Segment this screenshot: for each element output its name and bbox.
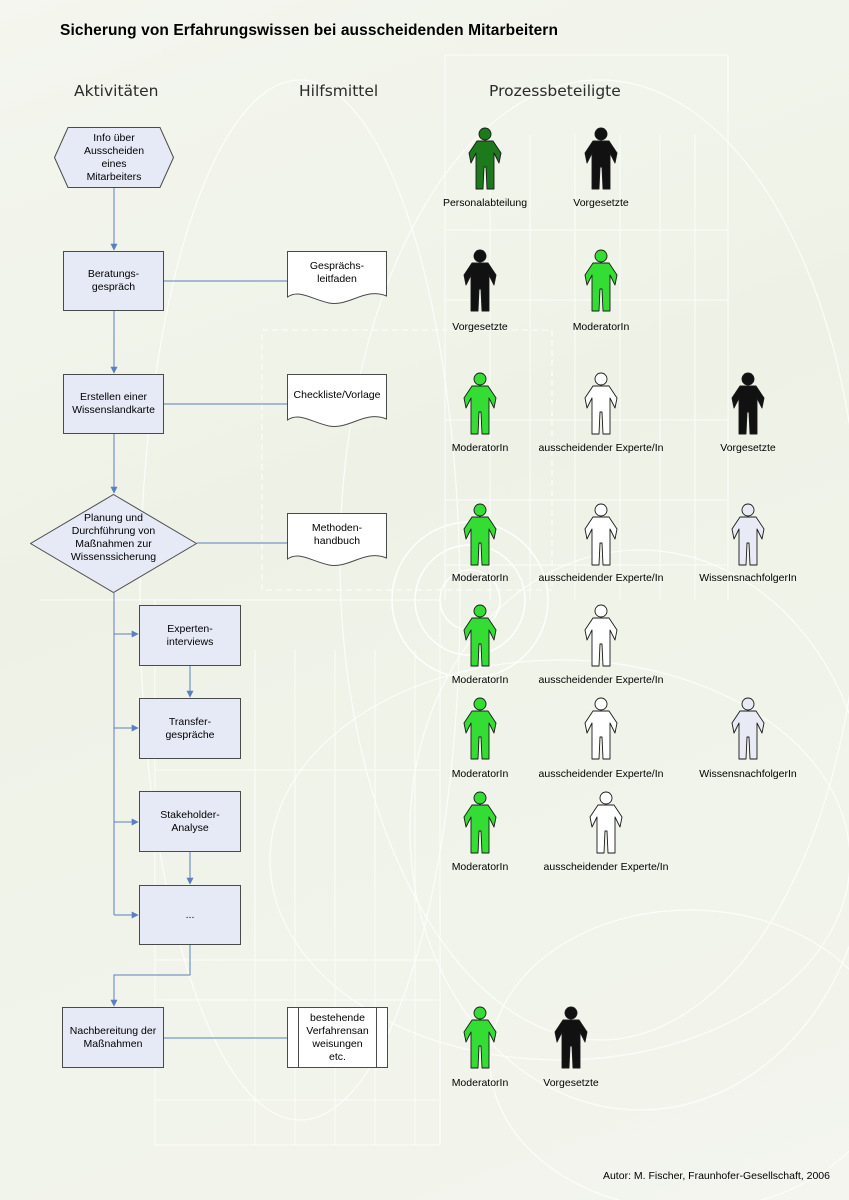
participant-moderator-label: ModeratorIn xyxy=(451,572,509,584)
participant-nachfolger-label: WissensnachfolgerIn xyxy=(699,768,797,780)
participant-moderator-icon xyxy=(463,697,497,760)
participant-moderator-label: ModeratorIn xyxy=(572,321,630,333)
participant-moderator-icon xyxy=(463,604,497,667)
participant-experte-icon xyxy=(584,697,618,760)
participant-moderator-label: ModeratorIn xyxy=(451,442,509,454)
tool-gespraechsleitfaden: Gesprächs- leitfaden xyxy=(287,251,387,307)
activity-transfergespraeche-label: Transfer- gespräche xyxy=(165,715,215,741)
participant-experte-icon xyxy=(584,503,618,566)
participant-moderator-icon xyxy=(463,372,497,435)
activity-nachbereitung-label: Nachbereitung der Maßnahmen xyxy=(69,1024,157,1050)
activity-weitere: ... xyxy=(139,885,241,945)
participant-vorgesetzte-label: Vorgesetzte xyxy=(720,442,776,454)
participant-experte-label: ausscheidender Experte/In xyxy=(538,442,664,454)
tool-methodenhandbuch-label: Methoden- handbuch xyxy=(311,522,363,547)
participant-personal-label: Personalabteilung xyxy=(442,197,528,209)
participant-experte-icon xyxy=(589,791,623,854)
participant-moderator-label: ModeratorIn xyxy=(451,1077,509,1089)
participant-experte-label: ausscheidender Experte/In xyxy=(538,674,664,686)
participant-experte-label: ausscheidender Experte/In xyxy=(538,572,664,584)
participant-moderator-label: ModeratorIn xyxy=(451,674,509,686)
participant-moderator-icon xyxy=(463,503,497,566)
tool-verfahrensanweisungen-label: bestehende Verfahrensan weisungen etc. xyxy=(306,1011,369,1063)
page-title: Sicherung von Erfahrungswissen bei aussc… xyxy=(60,22,559,39)
column-header-activities: Aktivitäten xyxy=(74,82,159,100)
participant-nachfolger-icon xyxy=(731,503,765,566)
participant-vorgesetzte-icon xyxy=(463,249,497,312)
activity-nachbereitung: Nachbereitung der Maßnahmen xyxy=(62,1007,164,1068)
activity-beratung-label: Beratungs- gespräch xyxy=(87,268,140,293)
participant-moderator-label: ModeratorIn xyxy=(451,768,509,780)
tool-checkliste-label: Checkliste/Vorlage xyxy=(293,389,381,401)
participant-experte-label: ausscheidender Experte/In xyxy=(538,768,664,780)
activity-weitere-label: ... xyxy=(185,908,195,921)
participant-vorgesetzte-icon xyxy=(554,1006,588,1069)
activity-info-ausscheiden: Info über Ausscheiden eines Mitarbeiters xyxy=(54,127,174,188)
participant-experte-label: ausscheidender Experte/In xyxy=(543,861,669,873)
column-header-tools: Hilfsmittel xyxy=(299,82,379,100)
activity-beratungsgespraech: Beratungs- gespräch xyxy=(63,251,164,311)
participant-experte-icon xyxy=(584,372,618,435)
activity-stakeholder-analyse: Stakeholder- Analyse xyxy=(139,791,241,852)
activity-stakeholder-label: Stakeholder- Analyse xyxy=(160,808,220,834)
participant-moderator-icon xyxy=(584,249,618,312)
participant-vorgesetzte-label: Vorgesetzte xyxy=(573,197,629,209)
participant-vorgesetzte-icon xyxy=(731,372,765,435)
tool-methodenhandbuch: Methoden- handbuch xyxy=(287,513,387,569)
tool-checkliste: Checkliste/Vorlage xyxy=(287,374,387,430)
participant-vorgesetzte-label: Vorgesetzte xyxy=(452,321,508,333)
activity-planung-label: Planung und Durchführung von Maßnahmen z… xyxy=(70,511,157,563)
participant-moderator-icon xyxy=(463,791,497,854)
activity-transfergespraeche: Transfer- gespräche xyxy=(139,698,241,759)
participant-experte-icon xyxy=(584,604,618,667)
footer-author: Autor: M. Fischer, Fraunhofer-Gesellscha… xyxy=(602,1170,830,1182)
participant-moderator-label: ModeratorIn xyxy=(451,861,509,873)
activity-experteninterviews-label: Experten- interviews xyxy=(166,622,214,648)
arrow-to-nachbereitung xyxy=(110,945,191,1007)
column-header-participants: Prozessbeteiligte xyxy=(489,82,621,100)
participant-personal-icon xyxy=(468,127,502,190)
tool-gespraechsleitfaden-label: Gesprächs- leitfaden xyxy=(309,260,365,285)
activity-landkarte-label: Erstellen einer Wissenslandkarte xyxy=(72,391,155,416)
activity-planung-diamond: Planung und Durchführung von Maßnahmen z… xyxy=(30,494,197,593)
participant-nachfolger-label: WissensnachfolgerIn xyxy=(699,572,797,584)
participant-vorgesetzte-icon xyxy=(584,127,618,190)
activity-info-label: Info über Ausscheiden eines Mitarbeiters xyxy=(83,131,145,183)
participant-nachfolger-icon xyxy=(731,697,765,760)
tool-verfahrensanweisungen: bestehende Verfahrensan weisungen etc. xyxy=(287,1007,388,1068)
participant-moderator-icon xyxy=(463,1006,497,1069)
activity-wissenslandkarte: Erstellen einer Wissenslandkarte xyxy=(63,374,164,434)
activity-experteninterviews: Experten- interviews xyxy=(139,605,241,666)
participant-vorgesetzte-label: Vorgesetzte xyxy=(543,1077,599,1089)
